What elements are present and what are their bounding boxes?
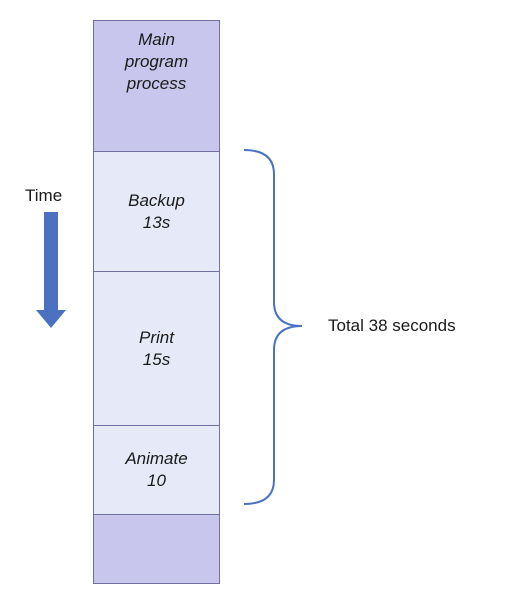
print-duration: 15s — [142, 349, 171, 369]
animate-block: Animate 10 — [94, 425, 219, 514]
empty-block — [94, 514, 219, 583]
animate-duration: 10 — [147, 471, 166, 490]
main-program-label: Main program process — [124, 30, 189, 93]
backup-duration: 13s — [142, 212, 171, 232]
backup-block: Backup 13s — [94, 151, 219, 271]
animate-label: Animate — [125, 449, 188, 468]
time-arrow-down-icon — [36, 212, 66, 328]
main-program-block: Main program process — [94, 21, 219, 151]
total-duration-label: Total 38 seconds — [328, 316, 456, 335]
backup-label: Backup — [128, 190, 185, 210]
right-brace-icon — [243, 149, 303, 505]
print-label: Print — [139, 327, 174, 347]
process-stack: Main program process Backup 13s Print 15… — [93, 20, 220, 584]
print-block: Print 15s — [94, 271, 219, 425]
time-label: Time — [25, 186, 63, 205]
